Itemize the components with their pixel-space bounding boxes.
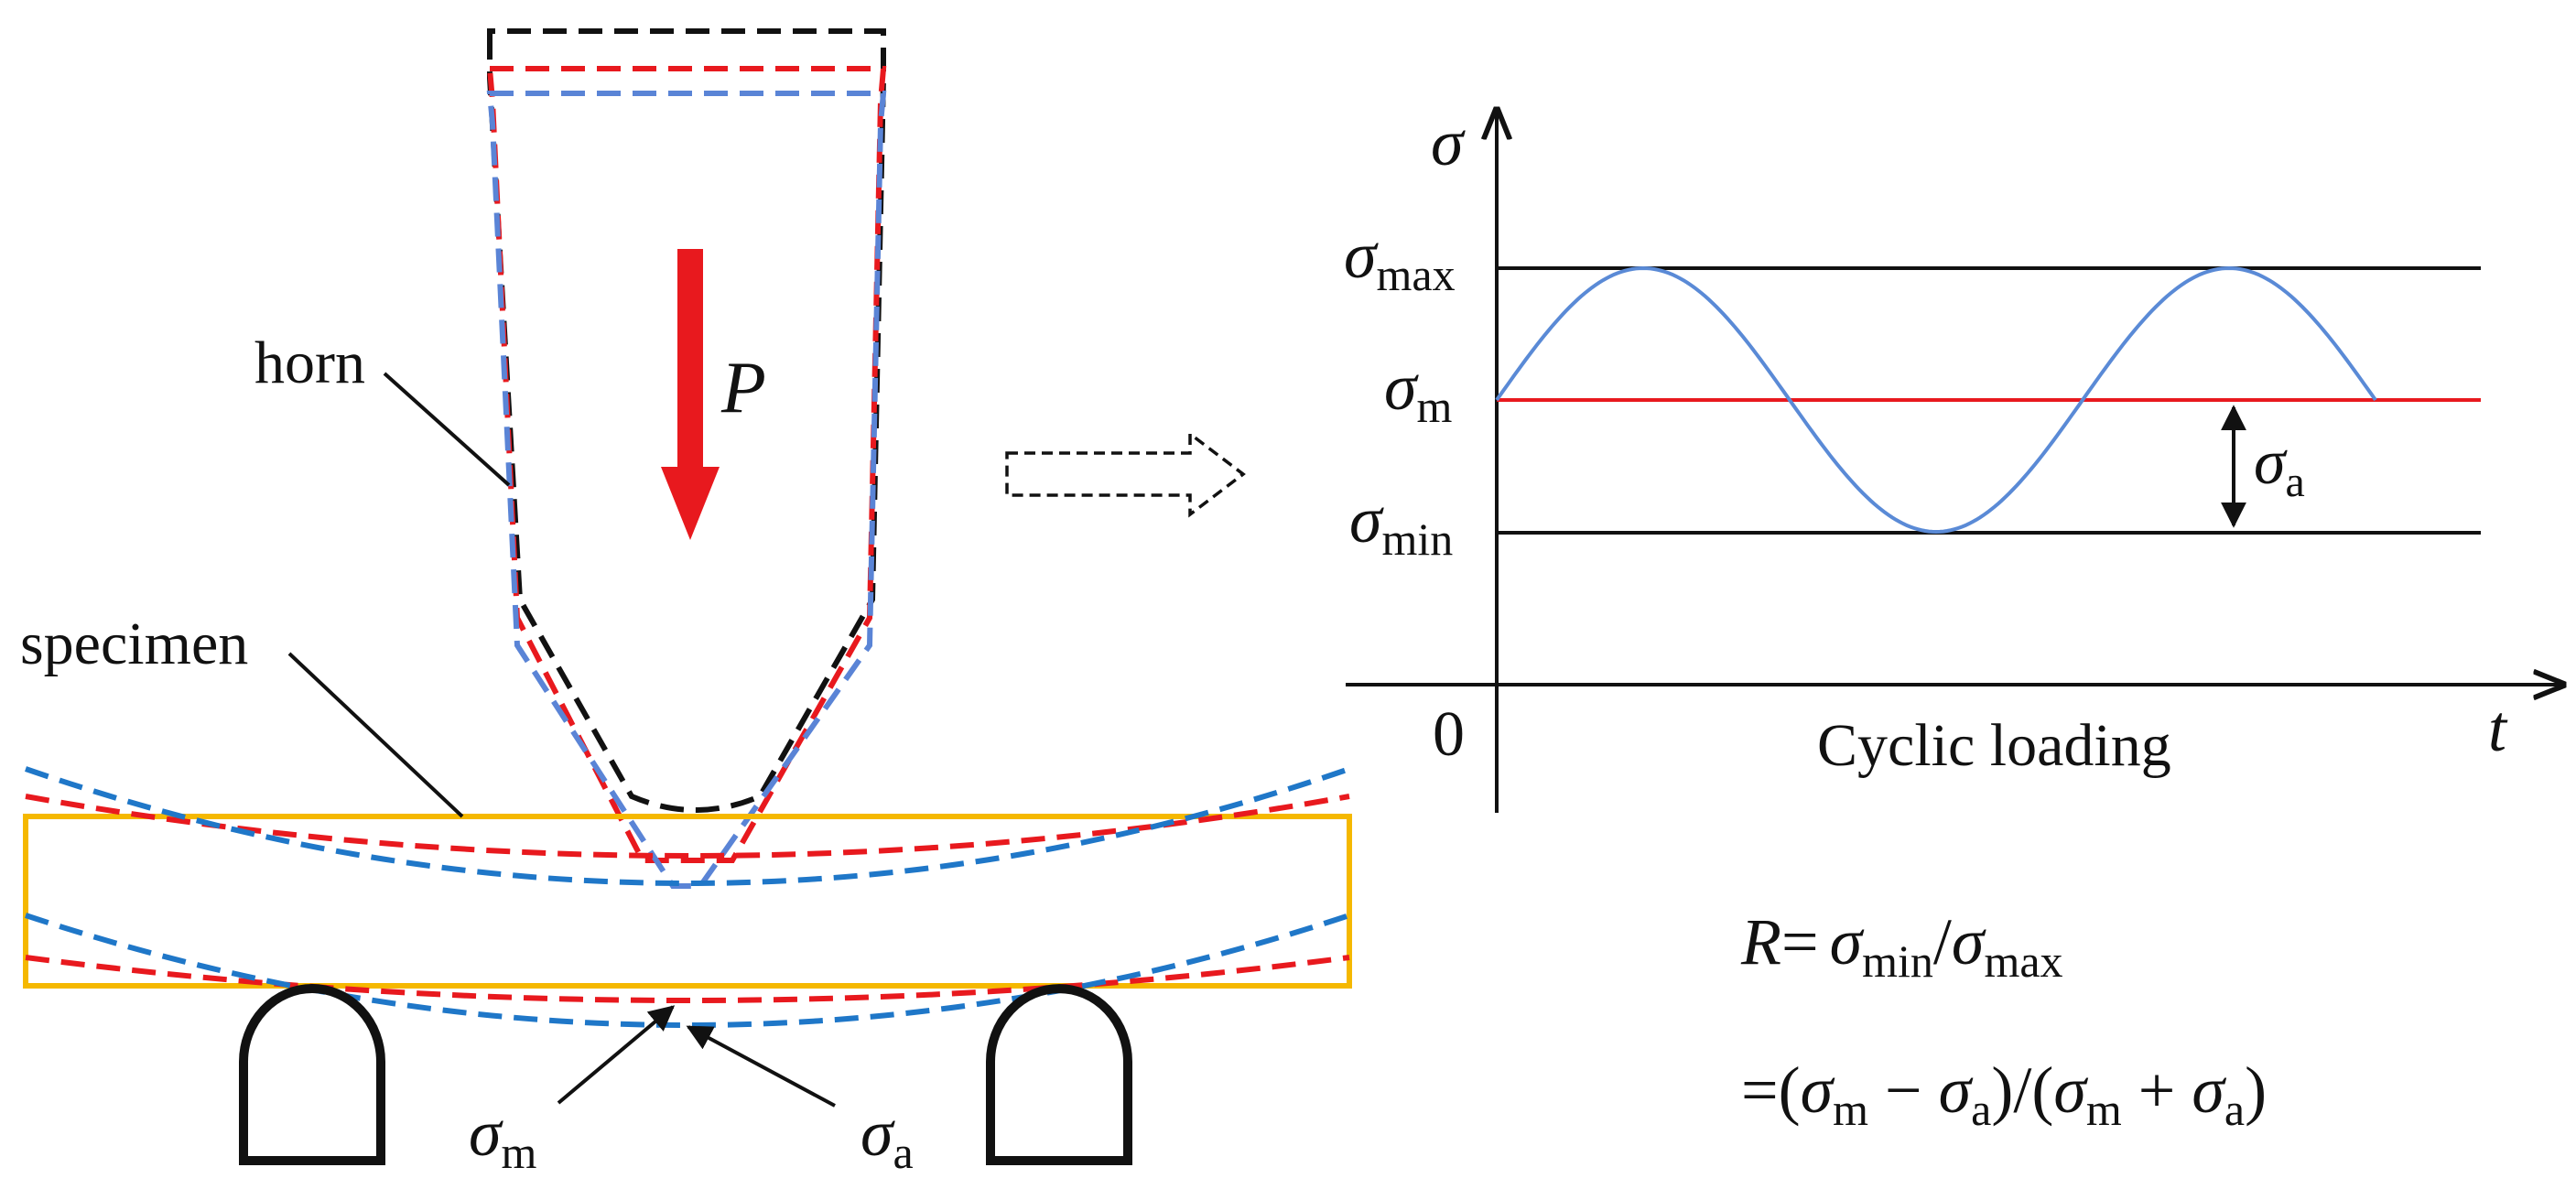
specimen-bar [23,814,1352,989]
deflection-bottom-blue [25,913,1350,1028]
sigma-a-label: σa [860,1097,914,1178]
sigma-max-label: σmax [1344,219,1456,300]
deflection-bottom-red [25,955,1350,1003]
sine-wave [1495,265,2377,535]
specimen-deflection-curves [25,766,1350,1028]
force-arrow [661,249,720,540]
origin-label: 0 [1433,699,1465,770]
formula-line-2: =(σm − σa)/(σm + σa) [1741,1054,2267,1135]
horn-outline-blue [486,91,887,889]
deflection-top-blue [25,766,1350,886]
sigma-m-label: σm [469,1097,537,1178]
horn-leader-line [383,372,511,487]
sigma-a-pointer [686,1025,836,1108]
x-axis-symbol: t [2488,692,2508,765]
support-left [239,984,385,1165]
deflection-top-red [25,794,1350,859]
stress-ratio-formula: R=σmin/σmax =(σm − σa)/(σm + σa) [1740,905,2267,1135]
horn-outline-black [487,28,886,813]
formula-line-1: R=σmin/σmax [1740,905,2063,987]
cyclic-loading-graph: σa σ t 0 Cyclic loading σmax σm σmin [1344,106,2563,813]
specimen-leader-line [287,652,464,818]
graph-caption: Cyclic loading [1817,712,2171,779]
sigma-m-level-label: σm [1384,351,1453,432]
loading-setup: P horn specimen σm σa [20,28,1352,1178]
transition-arrow [1005,430,1246,518]
horn-label: horn [254,330,365,396]
amplitude-label: σa [2254,427,2305,506]
sigma-min-label: σmin [1349,483,1453,565]
force-label: P [720,348,766,428]
y-axis-symbol: σ [1431,106,1466,179]
specimen-label: specimen [20,611,248,677]
horn-outline-red [486,66,887,863]
support-right [986,984,1132,1165]
horn-outlines [486,28,887,889]
sigma-m-pointer [557,1005,676,1105]
